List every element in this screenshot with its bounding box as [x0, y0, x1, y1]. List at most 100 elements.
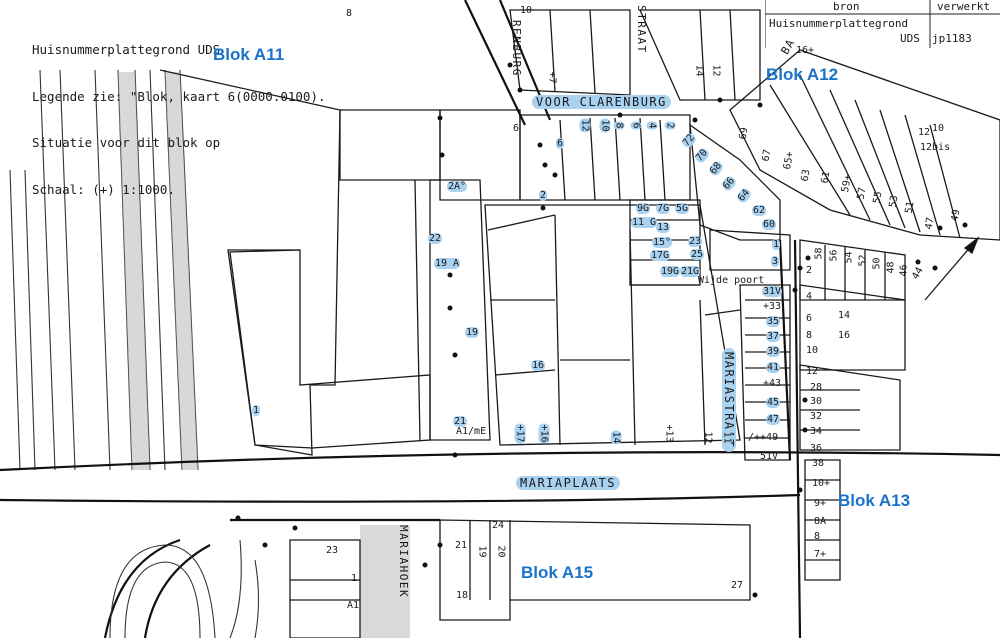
house-number: 1 [772, 239, 781, 250]
house-number: 18 [456, 590, 469, 601]
house-number: 21G [680, 266, 701, 277]
house-number: 41 [766, 362, 781, 373]
house-number: 10 [520, 5, 533, 16]
house-number: 21 [453, 416, 468, 427]
house-number: 1 [252, 405, 261, 416]
house-number: 6 [513, 123, 520, 134]
house-number: 55 [871, 190, 885, 205]
legend-scale: Schaal: (+) 1:1000. [32, 181, 175, 197]
house-number: 6 [556, 138, 565, 149]
block-label-a13: Blok A13 [838, 491, 911, 510]
house-number: 57 [855, 186, 869, 201]
house-number: 52 [857, 254, 869, 267]
house-number: +16 [538, 423, 550, 444]
house-number: 20 [495, 545, 507, 558]
house-number: 8 [814, 531, 821, 542]
house-number: 54 [843, 251, 855, 264]
house-number: /++49 [748, 432, 779, 443]
house-number: 45 [766, 397, 781, 408]
house-number: 46 [898, 264, 910, 277]
house-number: 6 [806, 313, 813, 324]
house-number: 10 [599, 118, 611, 133]
house-number: 51V [760, 451, 779, 462]
house-number: 9+ [814, 498, 827, 509]
house-number: 15° [652, 237, 673, 248]
house-number: 28 [810, 382, 823, 393]
house-number: 34 [810, 426, 823, 437]
house-number: 27 [731, 580, 744, 591]
block-label-a11: Blok A11 [213, 45, 285, 64]
house-number: 60 [762, 219, 777, 230]
street-straat: STRAAT [635, 5, 648, 54]
legend-reference: Legende zie: "Blok, kaart 6(0000.0100). [32, 88, 326, 104]
house-number: 47 [923, 216, 937, 231]
house-number: 22 [428, 233, 443, 244]
house-number: 36 [810, 443, 823, 454]
house-number: 10 [806, 345, 819, 356]
block-label-a15: Blok A15 [521, 563, 594, 582]
map-legend: Huisnummerplattegrond UDS Legende zie: "… [32, 11, 326, 213]
house-number: 19 A [434, 258, 461, 269]
house-number: 12 [918, 127, 931, 138]
house-number: 51 [903, 200, 917, 215]
house-number: 30 [810, 396, 823, 407]
house-number: 3 [771, 256, 780, 267]
house-number: 12 [579, 118, 591, 133]
house-number: 53 [887, 194, 901, 209]
house-number: 2 [539, 190, 548, 201]
house-number: 47 [766, 414, 781, 425]
house-number: 5G [675, 203, 690, 214]
house-number: 58 [813, 247, 825, 260]
house-number: 12bis [920, 142, 951, 153]
house-number: 8 [346, 8, 353, 19]
block-a15-outlines [289, 519, 751, 638]
house-number: 19 [476, 545, 488, 558]
legend-title: Huisnummerplattegrond UDS [32, 42, 221, 57]
house-number: 67 [760, 148, 774, 163]
house-number: 2A° [447, 181, 468, 192]
house-number: 11 G [631, 217, 658, 228]
house-number: 13 [656, 222, 671, 233]
house-number: 37 [766, 331, 781, 342]
street-mariahoek: MARIAHOEK [397, 525, 410, 599]
house-number: 61 [819, 170, 833, 185]
verwerkt-value: jp1183 [932, 32, 972, 45]
legend-situation: Situatie voor dit blok op [32, 135, 221, 150]
house-number: +13 [663, 424, 675, 443]
house-number: +33 [763, 301, 782, 312]
house-number: 7G [656, 203, 671, 214]
house-number: 4 [806, 291, 813, 302]
north-arrow [924, 236, 980, 301]
house-number: 14 [610, 430, 622, 445]
house-number: 12 [710, 64, 722, 77]
house-number: 23 [688, 236, 703, 247]
house-number: 4 [646, 121, 658, 130]
house-number: 63 [799, 168, 813, 183]
house-number: 8 [613, 121, 625, 130]
bron-sub: UDS [900, 32, 920, 45]
house-number: 35 [766, 316, 781, 327]
house-number: 39 [766, 346, 781, 357]
block-label-a12: Blok A12 [766, 65, 839, 84]
house-number: 8 [806, 330, 813, 341]
house-number: 19 [465, 327, 480, 338]
house-number: 6 [630, 121, 642, 130]
house-number: +17 [514, 423, 526, 444]
house-number: 10 [932, 123, 945, 134]
house-number: 56 [828, 249, 840, 262]
house-number: 12 [702, 431, 714, 444]
house-number: 49 [949, 208, 963, 223]
house-number: 11 [721, 430, 733, 445]
house-number: 31V [762, 286, 783, 297]
verwerkt-header: verwerkt [937, 0, 990, 13]
house-number: 48 [885, 261, 897, 274]
house-number: 62 [752, 205, 767, 216]
roundabout [109, 539, 260, 638]
address-dots [235, 62, 968, 598]
house-number: 69 [737, 126, 751, 141]
house-number: +7 [546, 71, 558, 84]
house-number: 32 [810, 411, 823, 422]
house-number: 14 [693, 64, 705, 77]
street-wijde-poort: Wijde poort [698, 275, 765, 286]
